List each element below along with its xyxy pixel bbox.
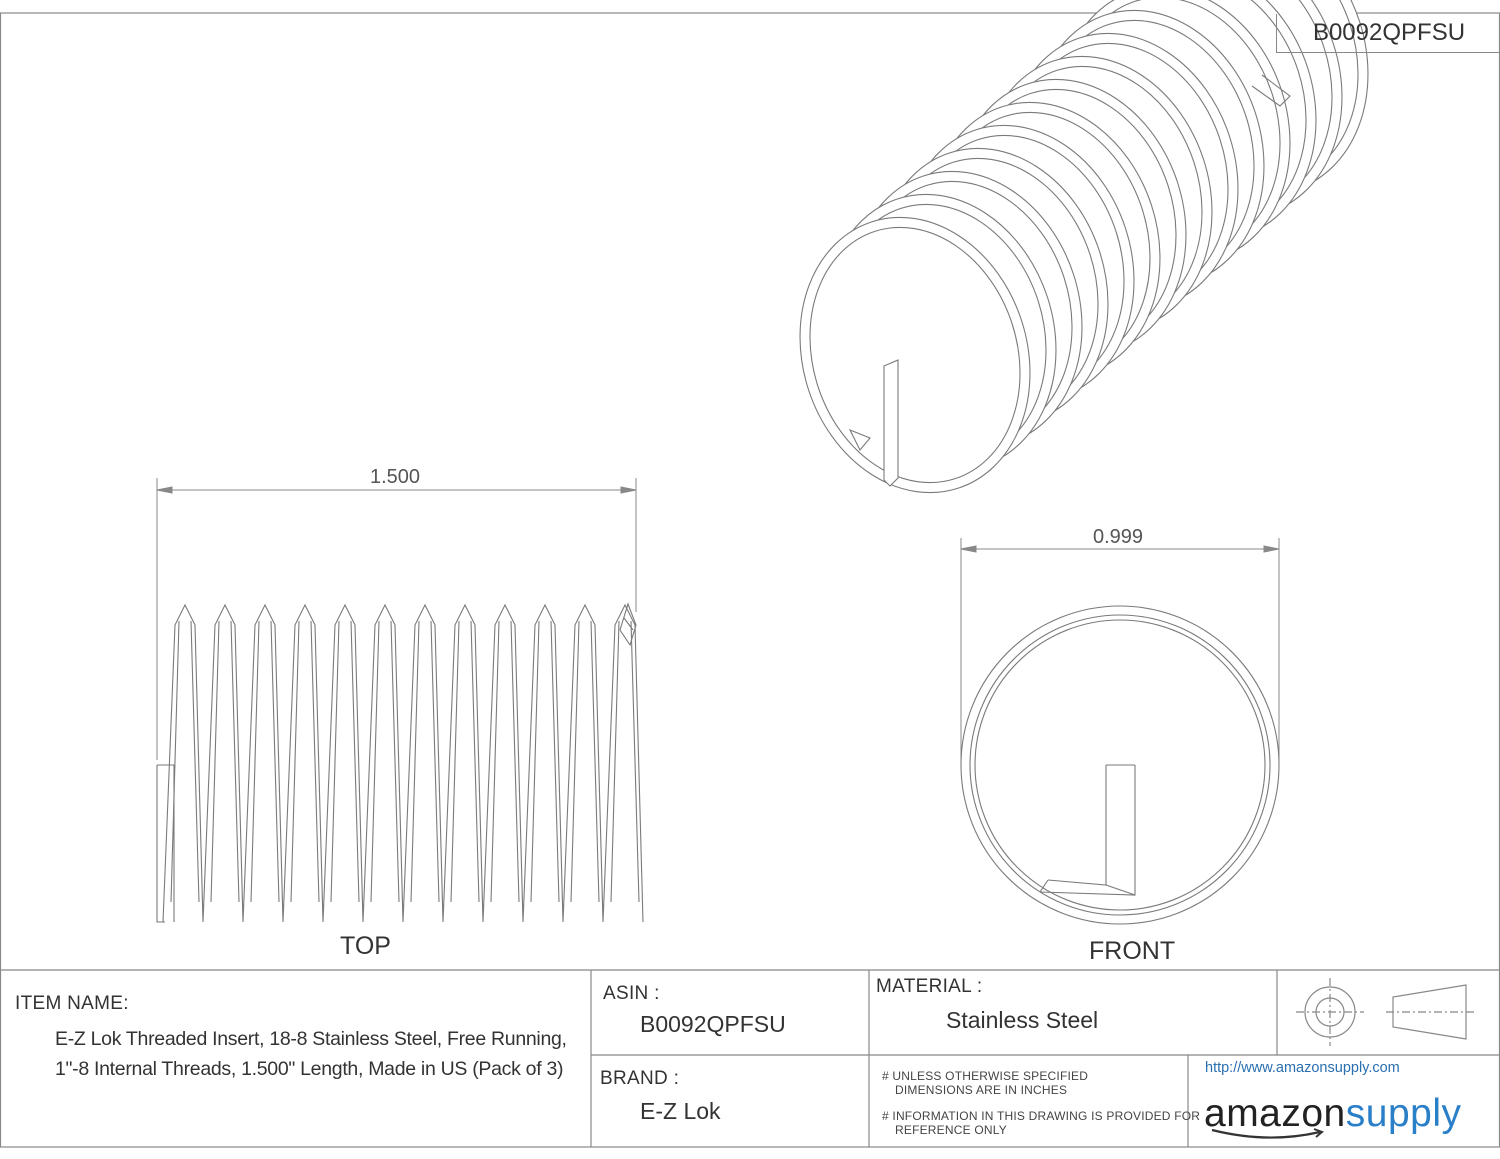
top-view-coil — [156, 602, 644, 923]
iso-coil-notch — [848, 428, 871, 451]
item-name-value: E-Z Lok Threaded Insert, 18-8 Stainless … — [55, 1028, 567, 1080]
amazonsupply-logo: amazonsupply — [1204, 1092, 1462, 1139]
item-name-label: ITEM NAME: — [15, 993, 129, 1014]
part-number-box: B0092QPFSU — [1276, 14, 1500, 53]
front-view-ring — [960, 605, 1280, 925]
logo-smile-icon — [1211, 1128, 1324, 1139]
note-reference-line-1: # INFORMATION IN THIS DRAWING IS PROVIDE… — [882, 1109, 1201, 1123]
brand-value: E-Z Lok — [640, 1098, 721, 1124]
logo-supply-text: supply — [1345, 1092, 1462, 1135]
diameter-dimension-text: 0.999 — [1093, 526, 1144, 548]
logo-amazon-text: amazon — [1204, 1092, 1346, 1135]
iso-coil-tang — [883, 359, 899, 487]
note-units-line-2: DIMENSIONS ARE IN INCHES — [895, 1083, 1068, 1097]
website-link[interactable]: http://www.amazonsupply.com — [1205, 1060, 1400, 1076]
top-view-label: TOP — [340, 932, 391, 960]
iso-coil-turn-outer — [799, 216, 1031, 494]
iso-coil-end — [1251, 74, 1291, 107]
dimension-length — [156, 478, 637, 760]
note-units-line-1: # UNLESS OTHERWISE SPECIFIED — [882, 1069, 1089, 1083]
length-dimension-text: 1.500 — [370, 466, 421, 488]
asin-label: ASIN : — [603, 983, 660, 1004]
asin-value: B0092QPFSU — [640, 1011, 786, 1037]
top-view-thread-inner — [170, 620, 640, 903]
note-reference-line-2: REFERENCE ONLY — [895, 1123, 1007, 1137]
top-view-thread-outline — [162, 603, 644, 923]
iso-coil-turn-inner — [809, 226, 1021, 484]
material-label: MATERIAL : — [876, 976, 983, 997]
top-view-tang — [156, 764, 175, 923]
material-value: Stainless Steel — [946, 1007, 1099, 1033]
dimension-diameter — [960, 538, 1280, 765]
brand-label: BRAND : — [600, 1068, 680, 1089]
projection-symbol-icon — [1296, 978, 1474, 1046]
iso-view-coil — [799, 0, 1369, 494]
front-view-label: FRONT — [1089, 937, 1176, 965]
top-view-end — [619, 602, 637, 647]
title-block-grid — [0, 969, 1500, 1147]
